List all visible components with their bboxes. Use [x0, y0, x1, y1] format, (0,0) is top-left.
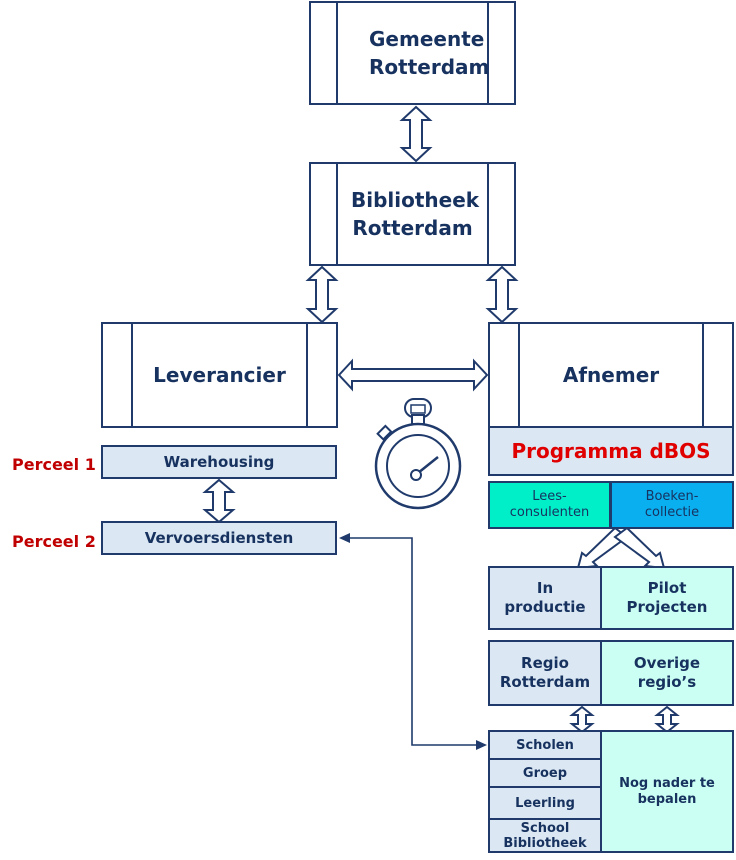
- double-arrow-overige-nog: [654, 705, 680, 734]
- split-arrow-right: [613, 526, 666, 570]
- groep-label: Groep: [522, 765, 568, 781]
- pilot-projecten-label: Pilot Projecten: [626, 579, 708, 616]
- leverancier-label: Leverancier: [153, 363, 286, 387]
- in-productie-label: In productie: [504, 579, 586, 616]
- lees-consulenten-tile: Lees- consulenten: [488, 481, 611, 529]
- vervoersdiensten-label: Vervoersdiensten: [144, 529, 294, 547]
- gemeente-rotterdam-box: Gemeente Rotterdam: [309, 1, 516, 105]
- programma-dbos-box: Programma dBOS: [488, 426, 734, 476]
- perceel-2-label: Perceel 2: [12, 532, 96, 551]
- double-arrow-perceel: [202, 478, 236, 524]
- double-arrow-leverancier-afnemer: [337, 358, 489, 392]
- perceel-1-label: Perceel 1: [12, 455, 96, 474]
- lees-consulenten-label: Lees- consulenten: [509, 489, 590, 520]
- groep-cell: Groep: [488, 758, 602, 788]
- double-arrow-regio-list: [569, 705, 595, 734]
- scholen-label: Scholen: [516, 737, 574, 753]
- double-arrow-bibliotheek-leverancier: [305, 265, 339, 324]
- double-arrow-gemeente-bibliotheek: [399, 105, 433, 163]
- nog-nader-label: Nog nader te bepalen: [619, 775, 715, 807]
- boeken-collectie-tile: Boeken- collectie: [610, 481, 734, 529]
- regio-rotterdam-label: Regio Rotterdam: [499, 654, 591, 691]
- bibliotheek-rotterdam-label: Bibliotheek Rotterdam: [351, 188, 480, 240]
- afnemer-box: Afnemer: [488, 322, 734, 428]
- vervoersdiensten-box: Vervoersdiensten: [101, 521, 337, 555]
- school-bibliotheek-cell: School Bibliotheek: [488, 818, 602, 853]
- school-bibliotheek-label: School Bibliotheek: [503, 820, 587, 851]
- warehousing-label: Warehousing: [163, 453, 275, 471]
- afnemer-label: Afnemer: [562, 363, 660, 387]
- connector-arrowhead-vervoer: [339, 533, 350, 543]
- connector-vervoer-scholen: [348, 537, 478, 746]
- programma-dbos-label: Programma dBOS: [511, 439, 711, 463]
- stopwatch-icon: [374, 398, 462, 510]
- scholen-cell: Scholen: [488, 730, 602, 760]
- gemeente-rotterdam-label: Gemeente Rotterdam: [369, 27, 490, 79]
- bibliotheek-rotterdam-box: Bibliotheek Rotterdam: [309, 162, 516, 266]
- overige-regios-tile: Overige regio’s: [600, 640, 734, 706]
- leerling-cell: Leerling: [488, 786, 602, 820]
- connector-arrowhead-scholen: [476, 740, 487, 750]
- pilot-projecten-tile: Pilot Projecten: [600, 566, 734, 630]
- warehousing-box: Warehousing: [101, 445, 337, 479]
- overige-regios-label: Overige regio’s: [633, 654, 701, 691]
- in-productie-tile: In productie: [488, 566, 602, 630]
- nog-nader-tile: Nog nader te bepalen: [600, 730, 734, 853]
- boeken-collectie-label: Boeken- collectie: [644, 489, 700, 520]
- leverancier-box: Leverancier: [101, 322, 338, 428]
- double-arrow-bibliotheek-afnemer: [485, 265, 519, 324]
- regio-rotterdam-tile: Regio Rotterdam: [488, 640, 602, 706]
- leerling-label: Leerling: [515, 795, 575, 811]
